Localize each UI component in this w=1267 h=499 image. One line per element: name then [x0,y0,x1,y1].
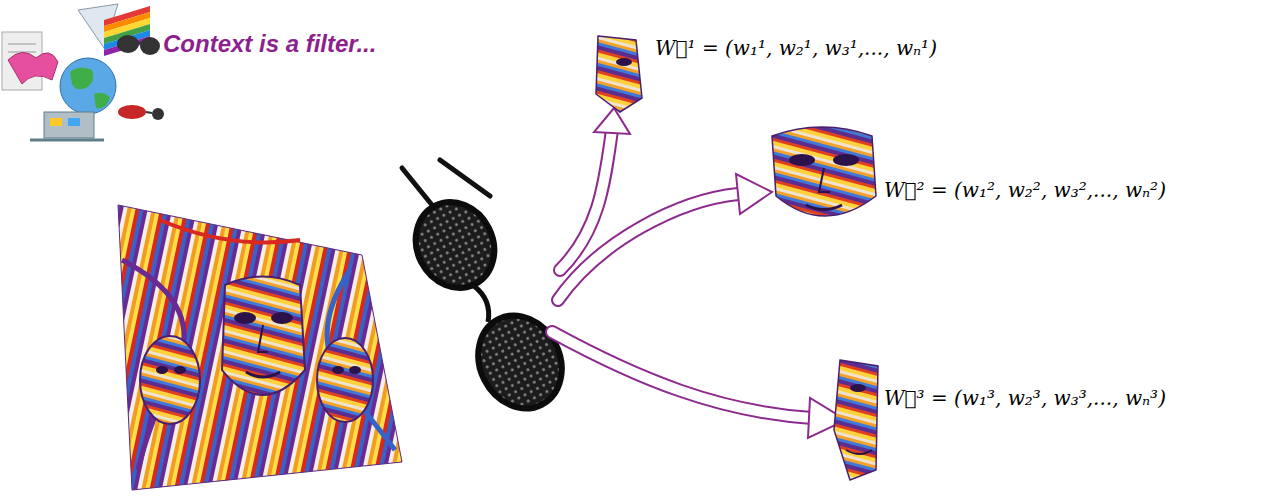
skull-left [140,336,200,424]
eye [616,58,632,66]
slide-title: Context is a filter... [163,30,376,58]
fragment-shape [834,360,878,480]
face-fragment [772,127,876,216]
eye [833,154,859,166]
wave [160,220,300,243]
arrow-body-fill [552,332,812,418]
skull-right [317,338,373,422]
fragment-shape [596,36,642,112]
weight-vector: W⃗³ = (w₁³, w₂³, w₃³,..., wₙ³) [884,386,1166,410]
filter-arrows [552,108,846,438]
arrowhead [594,108,630,134]
face-fragment [596,36,642,112]
lens [463,301,578,423]
eye [271,312,293,324]
temple-arm [402,168,432,205]
psychedelic-picture [118,205,402,490]
continent [70,67,93,89]
nose [819,168,830,192]
eye [234,312,256,324]
paper-line [8,44,36,45]
arrow-body [558,194,738,300]
lens [401,189,509,302]
mouth [246,372,280,377]
fragment-shape [772,127,876,216]
clipart-collage [2,4,164,140]
eye [850,384,866,392]
continent [94,93,110,109]
arrow-body [552,332,812,418]
eye [156,366,168,374]
pink-bow [8,52,58,84]
weight-vector: W⃗² = (w₁², w₂², w₃²,..., wₙ²) [884,178,1166,202]
pinhole-sunglasses [401,160,577,423]
arrowhead [736,174,772,214]
bridge [474,286,489,322]
eye [174,366,186,374]
nose [258,325,268,352]
central-face [222,277,305,396]
mouth [846,450,872,454]
eye [789,154,815,166]
machine [30,112,104,140]
face-fragment [834,360,878,480]
mouth [806,205,842,210]
temple-arm [440,160,490,196]
small-glasses [117,35,160,55]
picture-plane [118,205,402,490]
eye [332,366,344,374]
weight-vector: W⃗¹ = (w₁¹, w₂¹, w₃¹,..., wₙ¹) [655,36,937,60]
arrow-body-fill [558,194,738,300]
red-glasses [118,105,164,120]
eye [349,366,361,374]
globe [60,58,116,114]
